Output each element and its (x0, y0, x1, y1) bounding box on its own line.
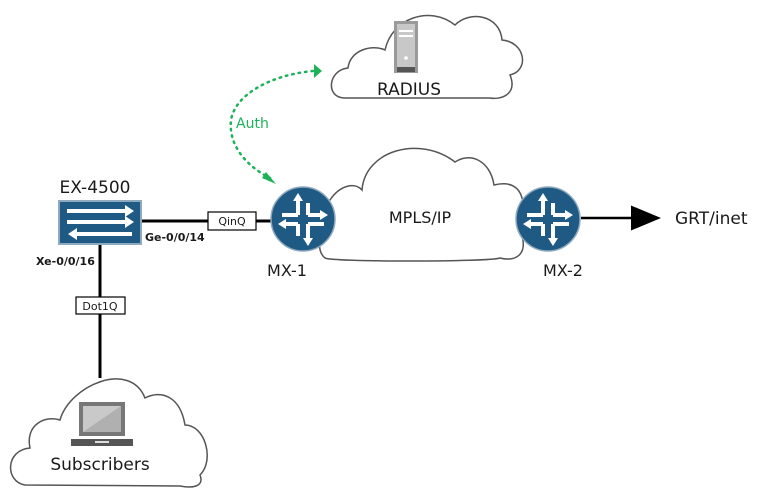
dot1q-label: Dot1Q (82, 300, 118, 313)
qinq-tag (207, 211, 257, 231)
xe-port-label: Xe-0/0/16 (36, 255, 95, 268)
laptop-icon (71, 402, 133, 446)
dot1q-tag (75, 296, 126, 315)
grt-label: GRT/inet (675, 209, 748, 229)
mpls-cloud (318, 147, 524, 262)
auth-arrowhead-bottom (262, 172, 276, 184)
router-icon (527, 199, 569, 240)
qinq-label: QinQ (218, 215, 246, 228)
radius-cloud (330, 14, 524, 100)
mx1-router (270, 186, 336, 252)
auth-arrowhead-top (314, 64, 322, 78)
mx2-label: MX-2 (543, 261, 583, 280)
mpls-label: MPLS/IP (389, 208, 452, 227)
mx1-label: MX-1 (267, 261, 307, 280)
switch-label: EX-4500 (60, 178, 131, 198)
router-icon (282, 199, 324, 240)
ge-port-label: Ge-0/0/14 (145, 231, 205, 244)
switch-icon (58, 200, 142, 245)
auth-label: Auth (236, 116, 269, 132)
radius-label: RADIUS (377, 80, 441, 100)
server-icon (394, 21, 418, 73)
auth-link (229, 64, 322, 184)
mx2-router (515, 186, 581, 252)
subscribers-label: Subscribers (50, 455, 150, 475)
